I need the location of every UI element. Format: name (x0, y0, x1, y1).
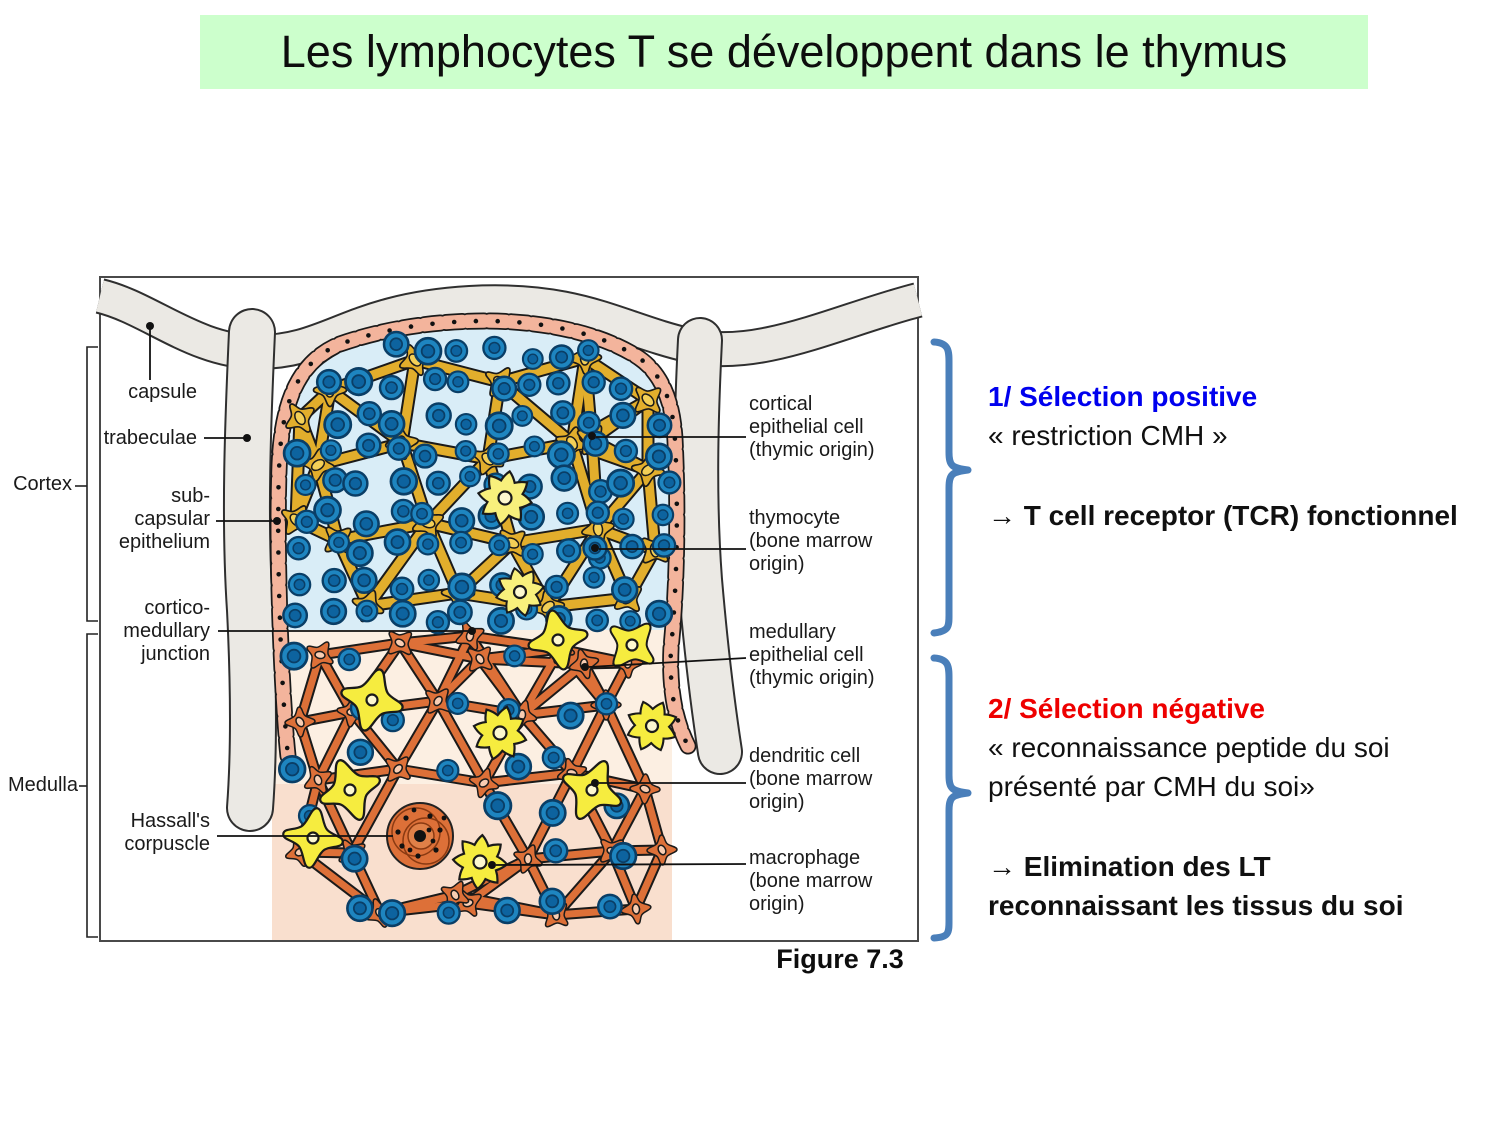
yellow-cells (278, 465, 686, 893)
negative-selection-brace (930, 654, 972, 942)
negative-selection-heading: 2/ Sélection négative (988, 693, 1265, 724)
figure-caption: Figure 7.3 (776, 944, 904, 974)
dendritic-cell-label: dendritic cell (bone marrow origin) (749, 745, 873, 813)
positive-selection-brace (930, 338, 972, 637)
cortical-epithelial-cell-label: cortical epithelial cell (thymic origin) (749, 393, 875, 461)
capsule-label: capsule (128, 381, 197, 403)
trabeculae-label: trabeculae (103, 427, 197, 449)
cortico-medullary-junction-label: cortico- medullary junction (123, 597, 210, 665)
macrophage-label: macrophage (bone marrow origin) (749, 847, 873, 915)
positive-selection-result: → T cell receptor (TCR) fonctionnel (988, 500, 1458, 531)
positive-selection-heading: 1/ Sélection positive (988, 381, 1258, 412)
trabecula-left (222, 308, 277, 832)
subcapsular-epithelium-label: sub- capsular epithelium (118, 485, 210, 553)
positive-selection-subtitle: « restriction CMH » (988, 420, 1228, 451)
negative-selection-note: 2/ Sélection négative « reconnaissance p… (988, 689, 1458, 925)
cortex-label: Cortex (13, 473, 72, 495)
medulla-label: Medulla (7, 774, 78, 796)
subcapsular-epithelium (269, 312, 697, 765)
negative-selection-result: → Elimination des LT reconnaissant les t… (988, 851, 1404, 921)
negative-selection-subtitle: « reconnaissance peptide du soi présenté… (988, 732, 1390, 802)
leader-dots (146, 322, 599, 869)
region-brackets (75, 346, 98, 938)
thymocyte-label: thymocyte (bone marrow origin) (749, 507, 873, 575)
positive-selection-note: 1/ Sélection positive « restriction CMH … (988, 377, 1458, 535)
hassalls-corpuscle-label: Hassall's corpuscle (124, 810, 210, 855)
slide-title: Les lymphocytes T se développent dans le… (200, 15, 1368, 89)
capsule-band (95, 278, 923, 371)
medullary-epithelial-cell-label: medullary epithelial cell (thymic origin… (749, 621, 875, 689)
hassalls-corpuscle (386, 802, 454, 870)
leader-lines (149, 328, 747, 866)
trabecula-right (673, 317, 743, 775)
